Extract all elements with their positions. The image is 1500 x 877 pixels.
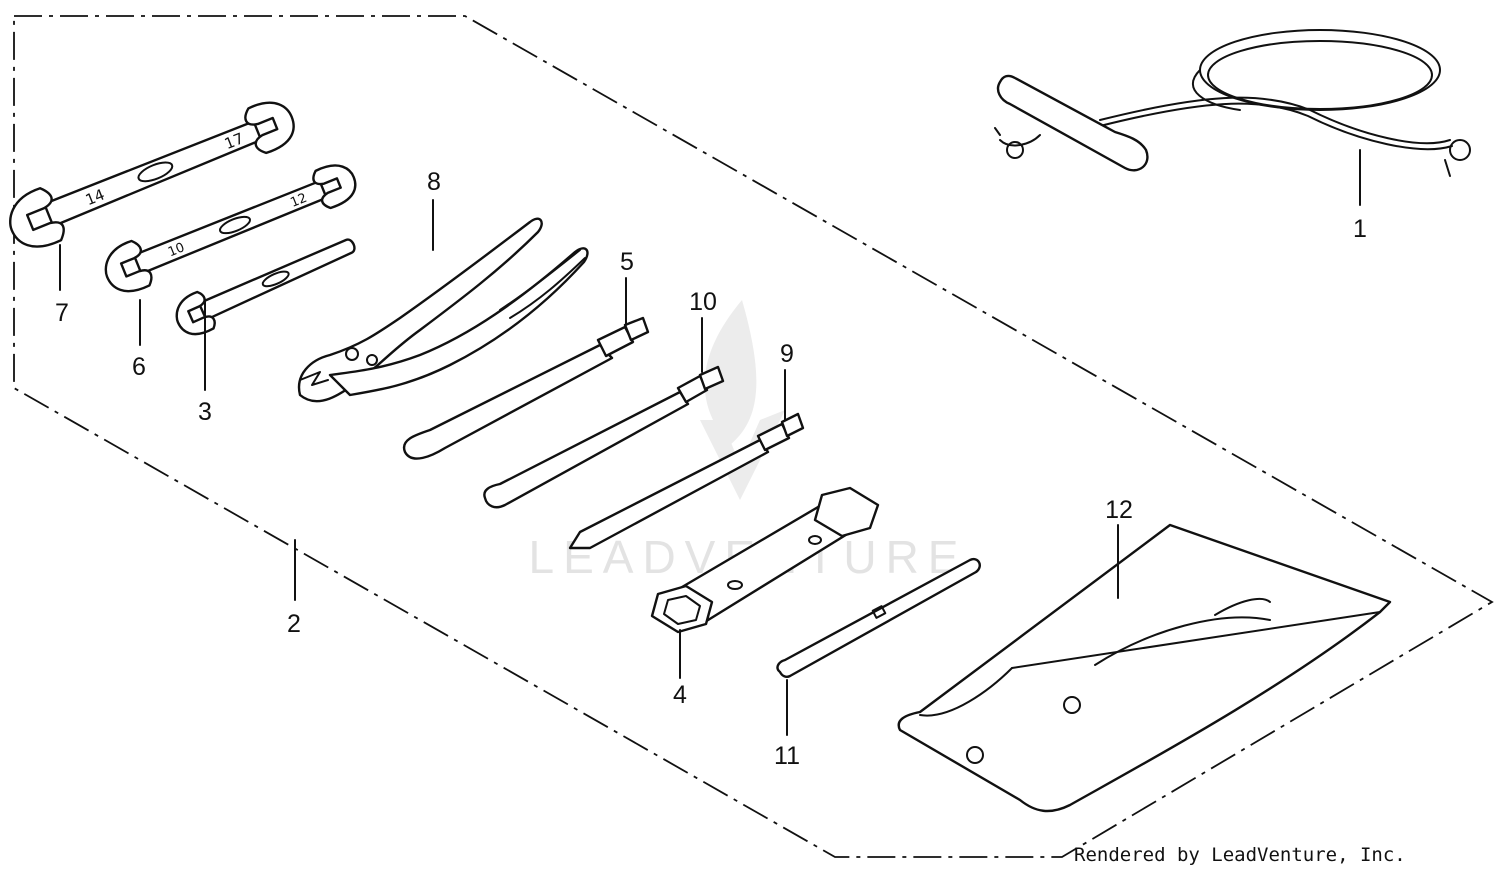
wrench-14-17: 17 14	[9, 101, 295, 248]
screwdriver-phillips	[568, 412, 805, 550]
screwdriver-flat-small	[483, 365, 725, 509]
callout-12: 12	[1105, 496, 1133, 524]
callout-3: 3	[198, 398, 212, 426]
plug-wrench	[650, 486, 880, 634]
callouts: 1 2 3 4 5 6 7 8 9 10 11 12	[55, 168, 1367, 770]
callout-7: 7	[55, 299, 69, 327]
kit-outline	[13, 15, 1494, 858]
tool-bag	[897, 523, 1392, 813]
handle-bar	[776, 557, 981, 678]
leader-lines	[59, 149, 1361, 736]
callout-2: 2	[287, 610, 301, 638]
wrench-mark-14: 14	[83, 185, 107, 209]
wrench-mark-10: 10	[166, 240, 187, 260]
callout-8: 8	[427, 168, 441, 196]
wrench-10-12: 12 10	[104, 164, 357, 293]
screwdriver-flat	[402, 316, 650, 460]
callout-9: 9	[780, 340, 794, 368]
footer-credit: Rendered by LeadVenture, Inc.	[1074, 844, 1406, 866]
callout-4: 4	[673, 681, 687, 709]
wrench-mark-17: 17	[222, 129, 246, 153]
callout-11: 11	[774, 742, 800, 770]
callout-5: 5	[620, 248, 634, 276]
callout-6: 6	[132, 353, 146, 381]
callout-10: 10	[689, 288, 717, 316]
callout-1: 1	[1353, 215, 1367, 243]
rope-handle	[994, 29, 1471, 177]
wrench-mark-12: 12	[288, 191, 309, 211]
pliers	[297, 217, 589, 403]
